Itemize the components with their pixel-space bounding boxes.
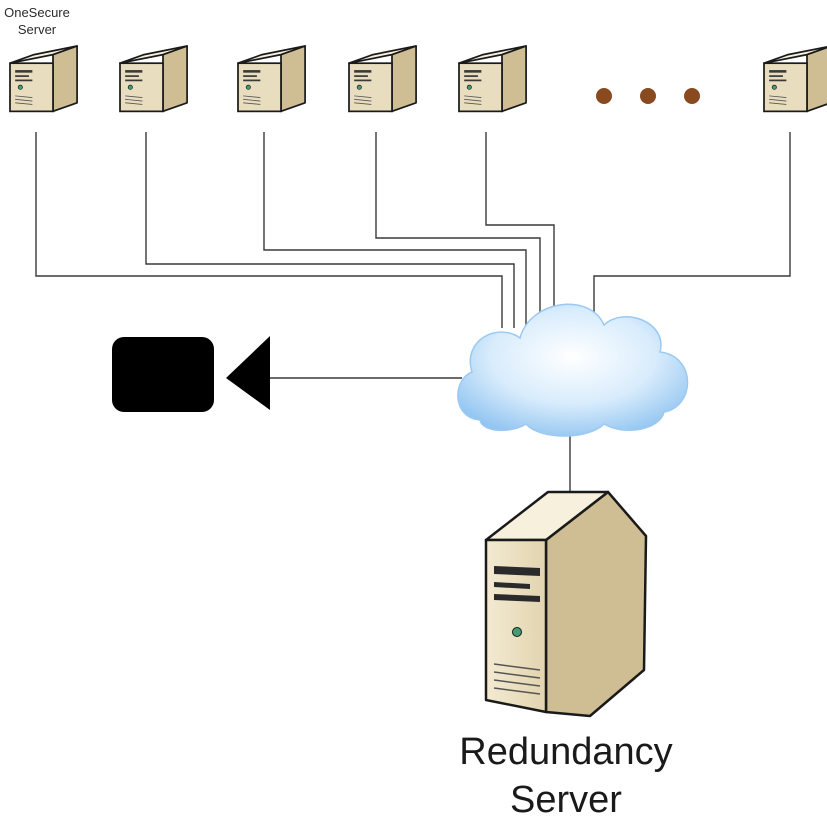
onesecure-server-label-line1: OneSecure [4, 5, 70, 20]
redundancy-server-icon [484, 490, 648, 718]
wire-server-4 [375, 132, 541, 328]
network-cloud-icon [457, 303, 689, 437]
wires [35, 132, 791, 495]
server-icon [9, 45, 78, 113]
server-icon [119, 45, 188, 113]
wire-server-1 [35, 132, 503, 328]
wire-server-5 [485, 132, 555, 328]
server-icon [237, 45, 306, 113]
ellipsis-icon [596, 88, 700, 104]
onesecure-server-label-line2: Server [18, 22, 57, 37]
server-icon [348, 45, 417, 113]
wire-server-2 [145, 132, 515, 328]
wire-server-last [593, 132, 791, 328]
redundancy-server-label-line1: Redundancy [459, 731, 672, 773]
video-camera-icon [112, 336, 270, 412]
server-icon [763, 45, 827, 113]
server-icon [458, 45, 527, 113]
wire-server-3 [263, 132, 527, 328]
redundancy-server-label-line2: Server [510, 779, 622, 821]
